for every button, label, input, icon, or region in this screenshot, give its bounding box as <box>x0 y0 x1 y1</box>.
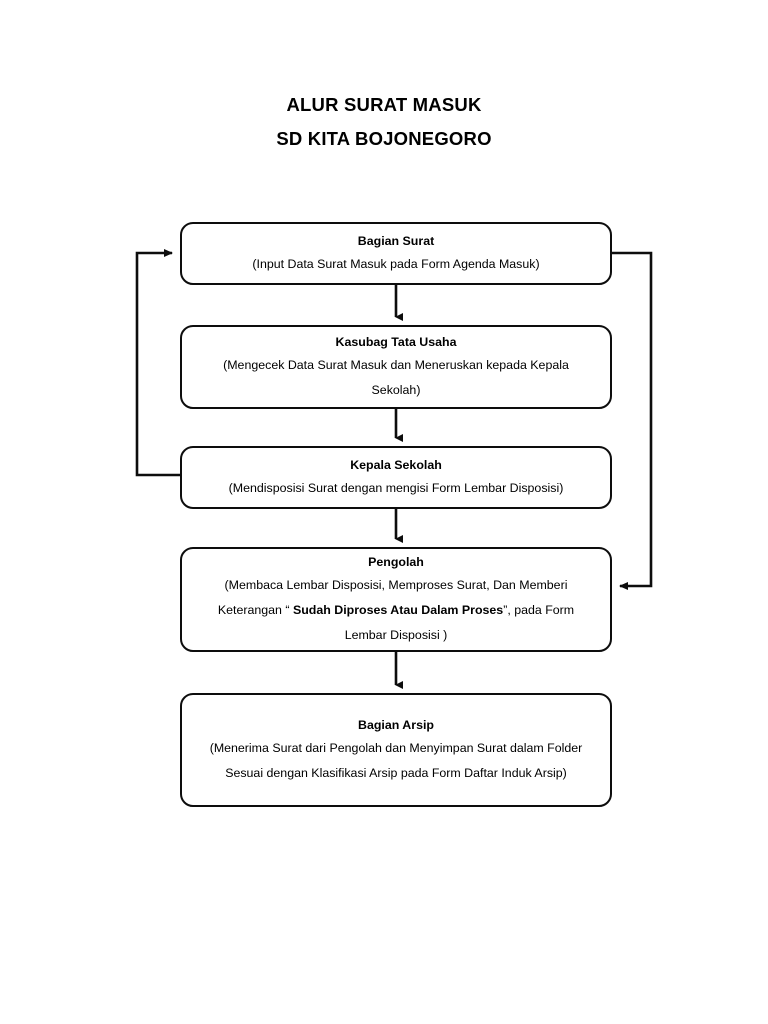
node-pengolah-description-part2: ”, pada Form Lembar Disposisi ) <box>344 602 575 642</box>
node-kasubag-tata-usaha-title: Kasubag Tata Usaha <box>335 334 457 349</box>
node-bagian-surat-title: Bagian Surat <box>357 233 435 248</box>
node-bagian-surat-description: (Input Data Surat Masuk pada Form Agenda… <box>252 256 540 271</box>
node-pengolah-description-part1: (Membaca Lembar Disposisi, Memproses Sur… <box>217 577 568 617</box>
node-kepala-sekolah-title: Kepala Sekolah <box>350 457 442 472</box>
node-bagian-arsip[interactable]: Bagian Arsip (Menerima Surat dari Pengol… <box>180 693 612 807</box>
node-pengolah[interactable]: Pengolah (Membaca Lembar Disposisi, Memp… <box>180 547 612 652</box>
node-kasubag-tata-usaha[interactable]: Kasubag Tata Usaha (Mengecek Data Surat … <box>180 325 612 409</box>
node-bagian-arsip-description: (Menerima Surat dari Pengolah dan Menyim… <box>209 740 583 780</box>
title-line-1: ALUR SURAT MASUK <box>286 94 482 115</box>
node-pengolah-description: (Membaca Lembar Disposisi, Memproses Sur… <box>198 573 594 648</box>
connector-bagian-surat-to-pengolah <box>612 251 653 590</box>
title-line-2: SD KITA BOJONEGORO <box>276 128 492 149</box>
node-bagian-surat[interactable]: Bagian Surat (Input Data Surat Masuk pad… <box>180 222 612 285</box>
node-kasubag-tata-usaha-description: (Mengecek Data Surat Masuk dan Meneruska… <box>223 357 569 397</box>
node-pengolah-title: Pengolah <box>368 554 424 569</box>
node-bagian-arsip-title: Bagian Arsip <box>358 717 434 732</box>
page-title: ALUR SURAT MASUK SD KITA BOJONEGORO <box>0 88 768 156</box>
node-kepala-sekolah[interactable]: Kepala Sekolah (Mendisposisi Surat denga… <box>180 446 612 509</box>
node-pengolah-description-emphasis: Sudah Diproses Atau Dalam Proses <box>292 602 504 617</box>
node-kepala-sekolah-description: (Mendisposisi Surat dengan mengisi Form … <box>228 480 564 495</box>
connector-kepala-sekolah-back-to-bagian-surat <box>135 249 180 477</box>
